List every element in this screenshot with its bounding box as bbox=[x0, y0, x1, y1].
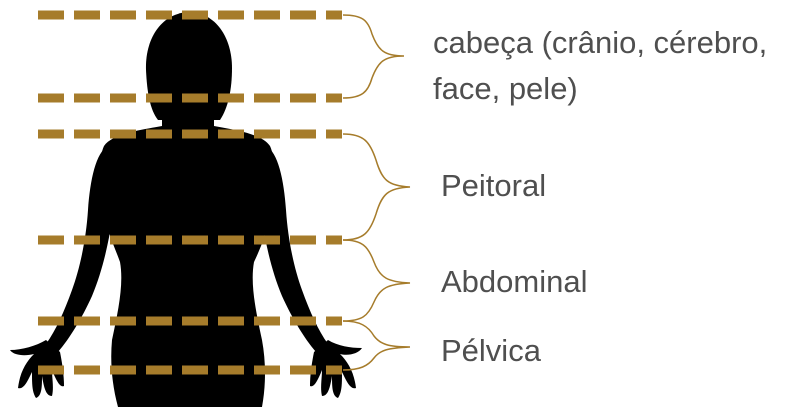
silhouette-head bbox=[146, 12, 232, 120]
label-pelvis-region: Pélvica bbox=[441, 331, 541, 371]
brace-pelvis bbox=[343, 321, 410, 370]
region-braces bbox=[343, 15, 410, 370]
brace-head bbox=[343, 15, 404, 98]
brace-abdomen bbox=[343, 240, 410, 321]
human-silhouette bbox=[10, 12, 362, 407]
label-chest-region: Peitoral bbox=[441, 166, 546, 206]
label-abdomen-region: Abdominal bbox=[441, 262, 587, 302]
brace-chest bbox=[343, 134, 410, 240]
silhouette-torso bbox=[100, 126, 274, 407]
label-head-region: cabeça (crânio, cérebro, face, pele) bbox=[433, 20, 805, 112]
